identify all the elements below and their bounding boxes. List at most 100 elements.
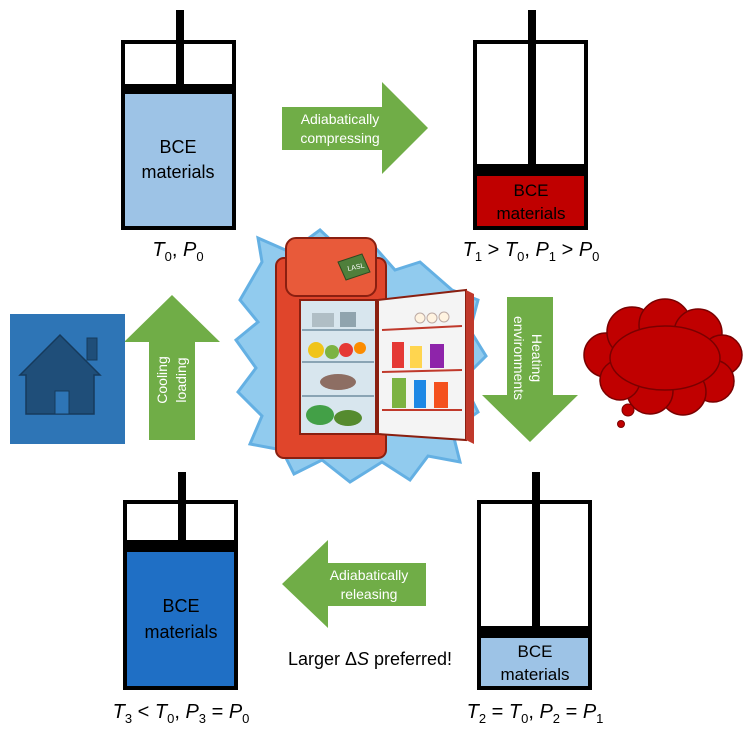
material-label-line1: BCE bbox=[514, 181, 549, 200]
arrow-release: Adiabatically releasing bbox=[282, 540, 426, 628]
piston-head bbox=[477, 164, 584, 176]
note-symbol: S bbox=[357, 649, 369, 669]
piston-head bbox=[127, 540, 234, 552]
var: T bbox=[467, 701, 481, 723]
var: P bbox=[539, 701, 553, 723]
door-bottle bbox=[434, 382, 448, 408]
var: T bbox=[509, 701, 523, 723]
state-label-bottom-left: T3 < T0, P3 = P0 bbox=[113, 701, 250, 726]
arrow-label-line2: releasing bbox=[341, 586, 398, 602]
refrigerator-illustration: LASL bbox=[233, 228, 488, 484]
material-label-line2: materials bbox=[141, 162, 214, 182]
sep: , bbox=[528, 701, 539, 723]
arrow-up-shape bbox=[124, 295, 220, 440]
door-egg bbox=[438, 311, 450, 323]
arrow-label-line2: compressing bbox=[300, 130, 379, 146]
food-dish bbox=[320, 374, 356, 390]
food-apple bbox=[339, 343, 353, 357]
cloud-bubble bbox=[617, 420, 625, 428]
food-orange bbox=[354, 342, 366, 354]
house-icon bbox=[10, 314, 125, 444]
var: P bbox=[579, 239, 593, 261]
bce-material-fill bbox=[125, 94, 232, 226]
state-label-top-left: T0, P0 bbox=[152, 239, 203, 264]
sub: 0 bbox=[167, 711, 174, 726]
cylinder-top-right: BCE materials bbox=[473, 10, 588, 230]
sub: 0 bbox=[242, 711, 249, 726]
sub: 1 bbox=[549, 249, 556, 264]
sep: , bbox=[174, 701, 185, 723]
entropy-note: Larger ΔS preferred! bbox=[288, 649, 452, 669]
arrow-cooling: Cooling loading bbox=[124, 295, 220, 440]
fridge-badge bbox=[337, 253, 371, 281]
piston-head bbox=[481, 626, 588, 638]
var: P bbox=[229, 701, 243, 723]
rel: = bbox=[206, 701, 229, 723]
food-banana bbox=[308, 342, 324, 358]
note-suffix: preferred! bbox=[369, 649, 452, 669]
cylinder-bottom-left: BCE materials bbox=[123, 472, 238, 690]
material-label-line1: BCE bbox=[518, 642, 553, 661]
arrow-right-shape bbox=[282, 82, 428, 174]
var: P bbox=[583, 701, 597, 723]
var-t: T bbox=[152, 239, 166, 261]
food-vegetables bbox=[306, 405, 334, 425]
arrow-label-line1: Cooling bbox=[154, 356, 170, 403]
material-label-line2: materials bbox=[497, 204, 566, 223]
piston-rod bbox=[528, 10, 536, 166]
cloud-core bbox=[611, 327, 719, 389]
door-shelf bbox=[381, 369, 463, 373]
rel: > bbox=[556, 239, 579, 261]
rel: = bbox=[560, 701, 583, 723]
var: T bbox=[505, 239, 519, 261]
sub: 2 bbox=[553, 711, 560, 726]
fridge-top bbox=[285, 237, 377, 297]
door-egg bbox=[414, 312, 426, 324]
arrow-label-line2: environments bbox=[511, 316, 527, 400]
sub: 3 bbox=[125, 711, 132, 726]
rel: < bbox=[132, 701, 155, 723]
door-bottle bbox=[392, 342, 404, 368]
cylinder-bottom-right: BCE materials bbox=[477, 472, 592, 690]
arrow-label-line2: loading bbox=[173, 357, 189, 402]
sep: , bbox=[524, 239, 535, 261]
arrow-label-line1: Adiabatically bbox=[330, 567, 409, 583]
door-egg bbox=[426, 312, 438, 324]
material-label-line2: materials bbox=[501, 665, 570, 684]
door-jar bbox=[410, 346, 422, 368]
sub: 3 bbox=[199, 711, 206, 726]
arrow-label-line1: Heating bbox=[529, 334, 545, 382]
sub: 1 bbox=[596, 711, 603, 726]
cloud-bubble bbox=[621, 403, 635, 417]
sub: 0 bbox=[517, 249, 524, 264]
piston-rod bbox=[532, 472, 540, 628]
fridge-door-edge bbox=[466, 290, 474, 444]
arrow-compress: Adiabatically compressing bbox=[282, 82, 428, 174]
sub: 2 bbox=[479, 711, 486, 726]
door-shelf bbox=[381, 325, 463, 331]
sub: 1 bbox=[475, 249, 482, 264]
var-p: P bbox=[183, 239, 197, 261]
var: P bbox=[185, 701, 199, 723]
var: P bbox=[535, 239, 549, 261]
cylinder-top-left: BCE materials bbox=[121, 10, 236, 230]
var: T bbox=[113, 701, 127, 723]
material-label-line1: BCE bbox=[162, 596, 199, 616]
rel: = bbox=[486, 701, 509, 723]
rel: > bbox=[482, 239, 505, 261]
door-bottle bbox=[414, 380, 426, 408]
sub: 0 bbox=[165, 249, 172, 264]
house-chimney bbox=[86, 337, 98, 361]
arrow-left-shape bbox=[282, 540, 426, 628]
var: T bbox=[155, 701, 169, 723]
sub: 0 bbox=[592, 249, 599, 264]
house-body bbox=[18, 333, 102, 415]
door-jar bbox=[430, 344, 444, 368]
note-prefix: Larger Δ bbox=[288, 649, 357, 669]
house-door bbox=[54, 390, 70, 415]
heat-cloud-icon bbox=[583, 298, 743, 428]
bce-material-fill bbox=[481, 638, 588, 686]
state-label-bottom-right: T2 = T0, P2 = P1 bbox=[467, 701, 604, 726]
piston-rod bbox=[178, 472, 186, 542]
